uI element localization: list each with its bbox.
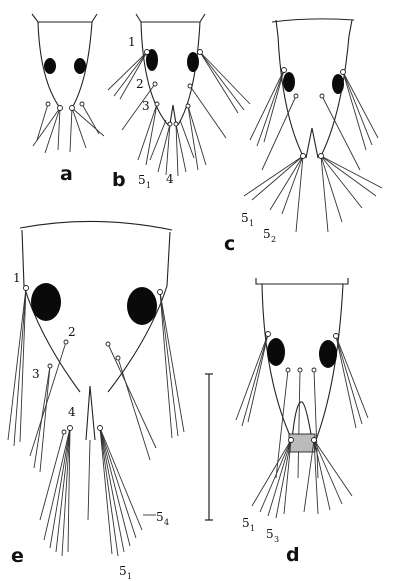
pigment-spot <box>267 338 285 366</box>
segment-top-edge <box>20 221 172 230</box>
seta-label: 5 <box>138 173 146 187</box>
seta-label: 5 <box>266 527 274 541</box>
pigment-spot <box>319 340 337 368</box>
panel-letter: a <box>60 163 73 185</box>
seta-label: 4 <box>68 405 76 419</box>
seta-label: 3 <box>32 367 40 381</box>
setae-group <box>108 50 250 177</box>
seta-label-subscript: 1 <box>250 524 255 533</box>
pigment-spot <box>127 287 157 325</box>
seta-label-subscript: 4 <box>164 518 169 527</box>
median-process <box>86 386 95 440</box>
pigment-spot <box>44 58 56 74</box>
setae-group <box>244 68 382 233</box>
segment-top-edge <box>272 19 354 22</box>
panel-letter: b <box>112 169 126 191</box>
seta-label: 3 <box>142 99 150 113</box>
setae-group <box>236 332 368 519</box>
scale-bar <box>205 374 213 520</box>
panel-letter: d <box>286 544 300 566</box>
setae-group <box>33 102 104 153</box>
seta-label: 5 <box>263 227 271 241</box>
pigment-spot <box>332 74 344 94</box>
panel-b: 1 2 3 b 5 1 4 <box>108 14 250 191</box>
panel-d: 5 1 5 3 d <box>236 278 368 566</box>
median-process <box>306 128 318 158</box>
pigment-spot <box>283 72 295 92</box>
pigment-spot <box>74 58 86 74</box>
median-process <box>170 105 176 124</box>
panel-c: 5 1 5 2 c <box>224 19 382 255</box>
seta-label: 5 <box>119 564 127 578</box>
seta-label: 2 <box>136 77 144 91</box>
seta-label: 4 <box>166 172 174 186</box>
segment-top-edge <box>136 14 205 22</box>
panel-letter: e <box>11 545 24 567</box>
panel-letter: c <box>224 233 235 255</box>
seta-label-subscript: 2 <box>271 235 276 244</box>
seta-label: 1 <box>128 35 136 49</box>
seta-label-subscript: 1 <box>127 572 132 581</box>
seta-label: 5 <box>241 211 249 225</box>
panel-a: a <box>32 14 104 185</box>
seta-label-subscript: 3 <box>274 535 279 544</box>
seta-label: 2 <box>68 325 76 339</box>
seta-label: 5 <box>156 510 164 524</box>
seta-label-subscript: 1 <box>249 219 254 228</box>
panel-e: 1 2 3 4 5 4 5 1 e <box>8 221 184 581</box>
seta-label: 5 <box>242 516 250 530</box>
pigment-spot <box>187 52 199 72</box>
segment-top-edge <box>32 14 97 22</box>
seta-label: 1 <box>13 271 21 285</box>
anal-lobe <box>289 434 315 452</box>
pigment-spot <box>31 283 61 321</box>
seta-label-subscript: 1 <box>146 181 151 190</box>
segment-outline <box>141 22 200 125</box>
segment-top-edge <box>256 278 348 284</box>
